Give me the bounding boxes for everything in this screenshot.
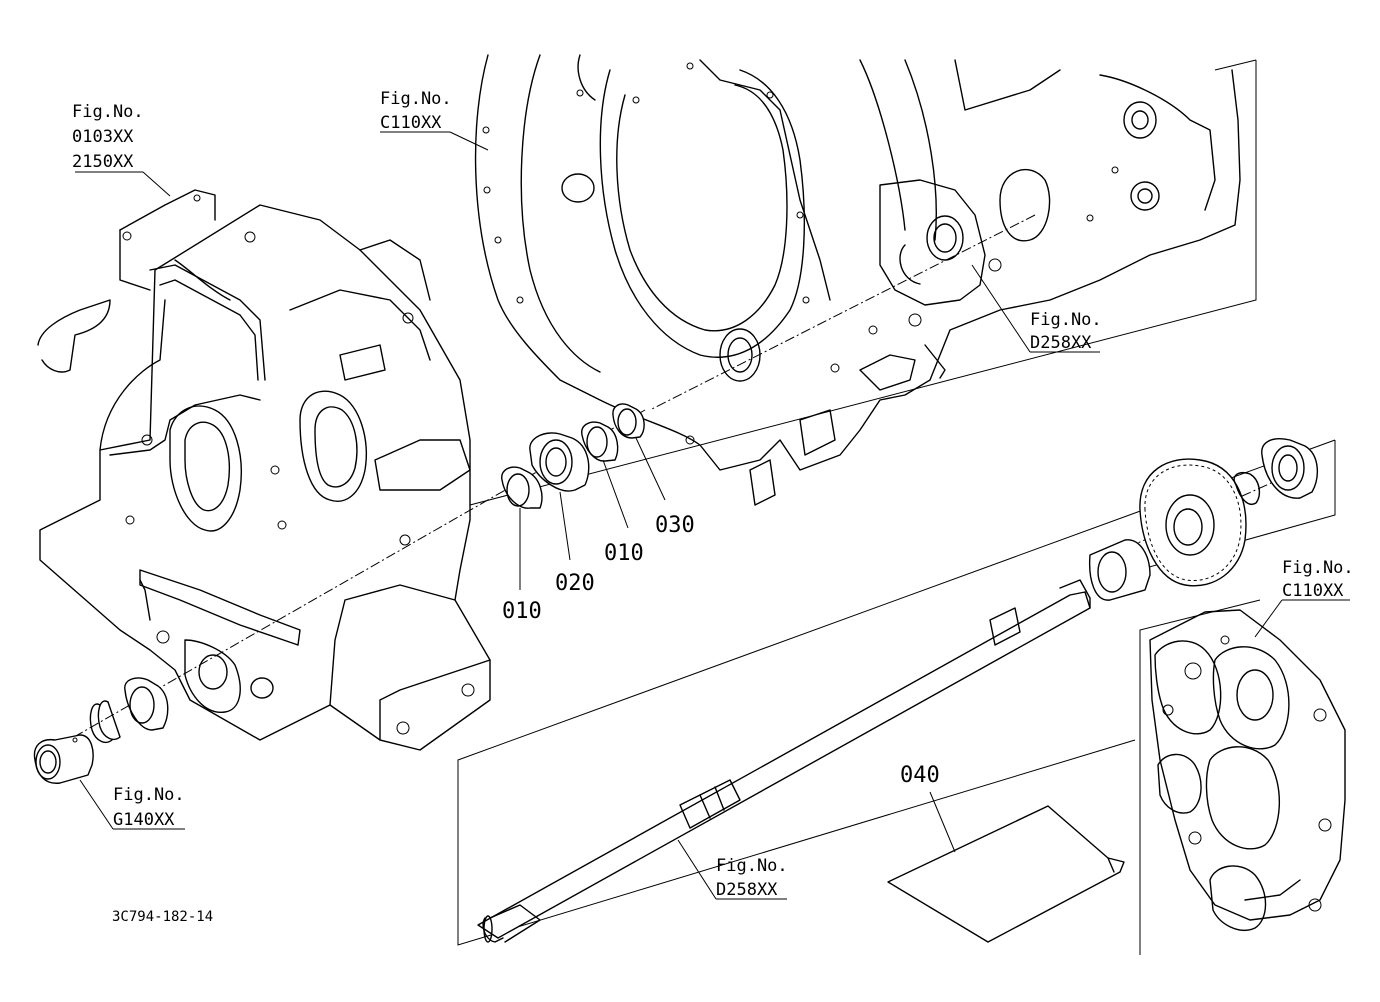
ref-c110-right-title: Fig.No.: [1282, 558, 1354, 578]
part-leaders: [519, 437, 666, 590]
ref-0103-2150-code-a: 0103XX: [72, 127, 134, 147]
bearing-seal-stack: [501, 403, 645, 509]
part-number-labels: 010 020 010 030 040: [502, 513, 940, 788]
ref-c110-right-code: C110XX: [1282, 581, 1344, 601]
ref-g140-code: G140XX: [113, 810, 175, 830]
front-sleeve-assembly: [33, 677, 169, 784]
ref-g140-title: Fig.No.: [113, 785, 185, 805]
ref-d258-bottom-title: Fig.No.: [716, 856, 788, 876]
reference-labels: Fig.No. 0103XX 2150XX Fig.No. C110XX Fig…: [72, 89, 1354, 900]
gear-case-cover: [1139, 599, 1346, 955]
rear-housing-casting: [469, 54, 1257, 506]
ref-0103-2150-code-b: 2150XX: [72, 152, 134, 172]
part-010-a-label: 010: [502, 599, 542, 624]
reference-leaders: [75, 131, 1350, 900]
ref-d258-bottom-code: D258XX: [716, 880, 778, 900]
shaft-assembly-frame: [457, 438, 1336, 946]
part-010-b-label: 010: [604, 541, 644, 566]
center-lines: [59, 214, 1301, 746]
ref-c110-top-title: Fig.No.: [380, 89, 452, 109]
ref-0103-2150-title: Fig.No.: [72, 102, 144, 122]
front-gear-case: [37, 189, 491, 751]
part-040-label: 040: [900, 763, 940, 788]
instruction-sheet: [887, 805, 1125, 943]
ref-d258-top-title: Fig.No.: [1030, 310, 1102, 330]
ref-d258-top-code: D258XX: [1030, 333, 1092, 353]
part-020-label: 020: [555, 571, 595, 596]
ref-c110-top-code: C110XX: [380, 113, 442, 133]
part-030-label: 030: [655, 513, 695, 538]
figure-code: 3C794-182-14: [112, 909, 213, 925]
